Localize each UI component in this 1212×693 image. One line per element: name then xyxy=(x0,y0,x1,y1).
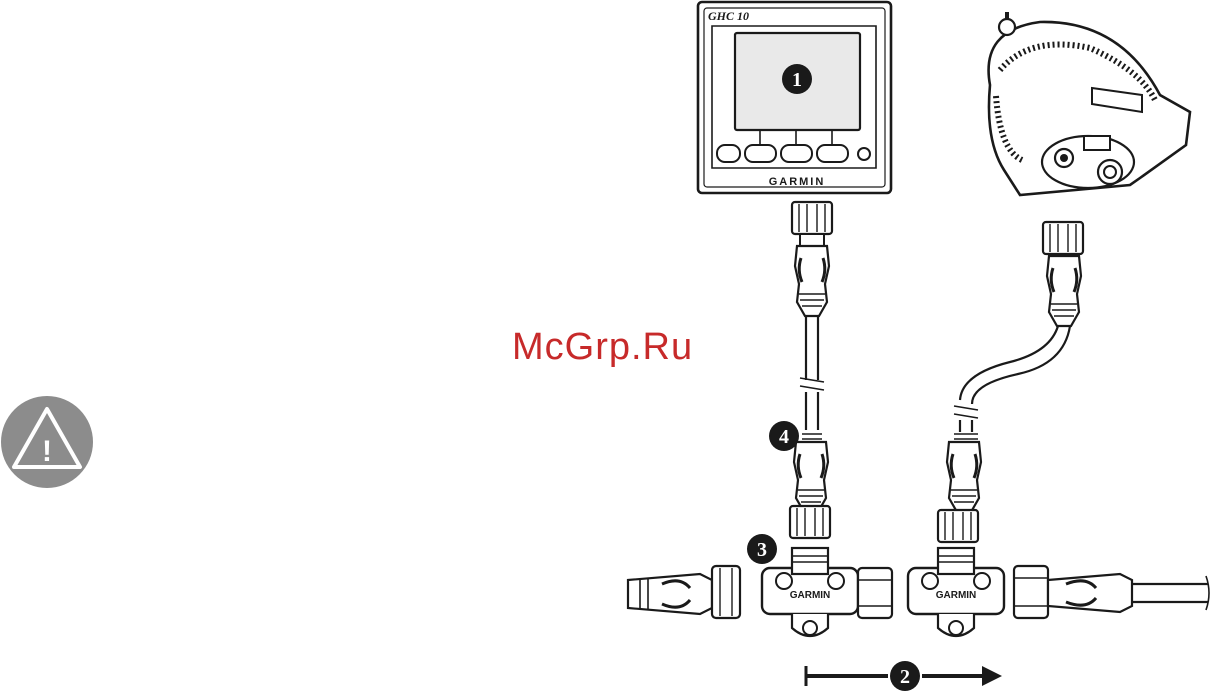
display-button-1 xyxy=(717,145,740,162)
svg-text:!: ! xyxy=(42,435,52,468)
display-button-5 xyxy=(858,148,870,160)
backbone: GARMIN GARMIN xyxy=(628,548,1209,636)
display-model-label: GHC 10 xyxy=(708,9,749,23)
tee1-brand-label: GARMIN xyxy=(790,590,831,601)
svg-text:2: 2 xyxy=(900,666,910,688)
display-drop-cable: 4 xyxy=(769,202,832,538)
warning-icon: ! xyxy=(0,395,94,489)
watermark-text: McGrp.Ru xyxy=(512,326,693,369)
display-button-3 xyxy=(781,145,812,162)
display-unit: GHC 10 GARMIN 1 xyxy=(698,2,891,193)
sensor-drop-cable xyxy=(938,222,1083,542)
svg-text:3: 3 xyxy=(757,539,767,561)
sensor-device xyxy=(989,12,1190,195)
svg-text:4: 4 xyxy=(779,426,789,448)
tee2-brand-label: GARMIN xyxy=(936,590,977,601)
callout-3: 3 xyxy=(747,534,777,564)
backbone-length-arrow: 2 xyxy=(806,661,1002,691)
display-button-4 xyxy=(817,145,848,162)
display-brand-label: GARMIN xyxy=(769,176,826,188)
display-button-2 xyxy=(745,145,776,162)
svg-text:1: 1 xyxy=(792,69,802,91)
